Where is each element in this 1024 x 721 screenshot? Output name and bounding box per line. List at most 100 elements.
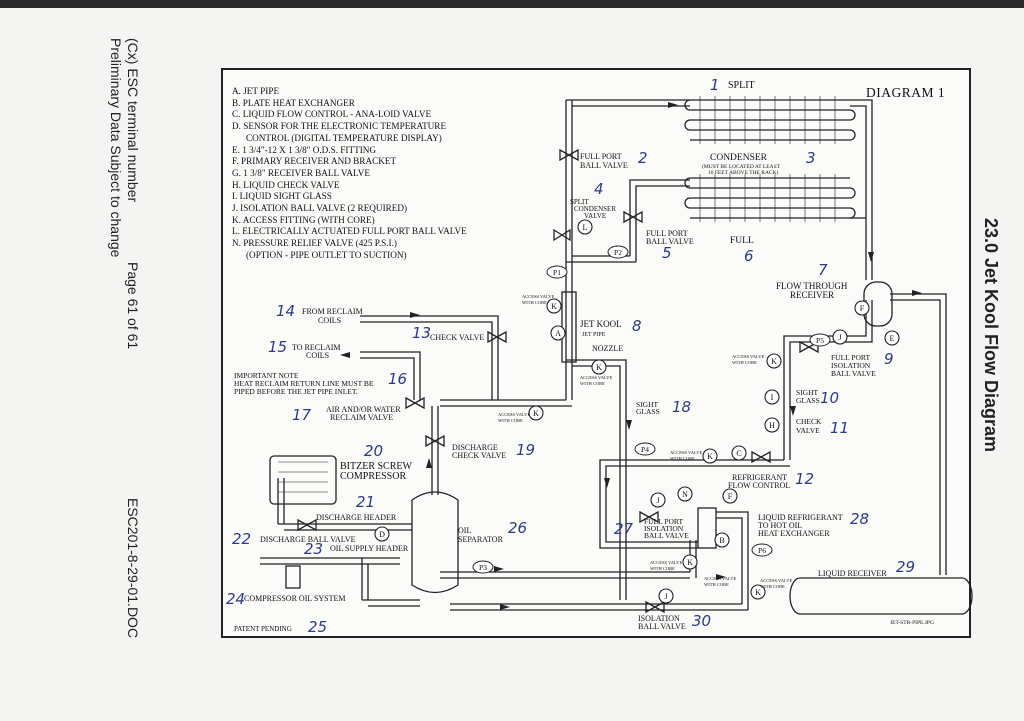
svg-text:14: 14	[276, 302, 295, 320]
svg-text:SIGHT: SIGHT	[796, 388, 819, 397]
svg-text:7: 7	[818, 261, 828, 279]
pressure-point-labels: P1 P2 P3 P4 P5 P6	[479, 248, 824, 572]
svg-text:NOZZLE: NOZZLE	[592, 344, 623, 353]
svg-text:FULL PORT: FULL PORT	[646, 229, 688, 238]
svg-text:D: D	[379, 530, 385, 539]
svg-text:18: 18	[672, 398, 691, 416]
svg-text:11: 11	[830, 419, 849, 437]
svg-text:WITH CORE: WITH CORE	[498, 418, 523, 423]
svg-text:13: 13	[412, 324, 431, 342]
svg-text:CONDENSER: CONDENSER	[574, 205, 616, 213]
svg-text:JET PIPE: JET PIPE	[582, 332, 606, 338]
svg-text:REFRIGERANT: REFRIGERANT	[732, 473, 787, 482]
svg-text:FLOW CONTROL: FLOW CONTROL	[728, 481, 790, 490]
svg-text:20: 20	[364, 442, 383, 460]
svg-text:PIPED BEFORE THE JET PIPE INLE: PIPED BEFORE THE JET PIPE INLET.	[234, 387, 358, 396]
svg-text:K: K	[755, 588, 761, 597]
component-markers	[374, 219, 900, 604]
legend-item: L. ELECTRICALLY ACTUATED FULL PORT BALL …	[232, 226, 467, 237]
svg-text:BALL VALVE: BALL VALVE	[831, 369, 876, 378]
svg-text:SPLIT: SPLIT	[728, 80, 755, 91]
svg-text:WITH CORE: WITH CORE	[522, 300, 547, 305]
svg-text:P3: P3	[479, 563, 487, 572]
compressor-oil-system	[285, 565, 301, 589]
svg-text:WITH CORE: WITH CORE	[670, 456, 695, 461]
split-condenser-coil	[684, 96, 856, 144]
svg-text:22: 22	[232, 530, 251, 548]
svg-text:5: 5	[662, 244, 672, 262]
svg-text:ISOLATION: ISOLATION	[831, 361, 871, 370]
svg-text:A: A	[555, 329, 561, 338]
svg-text:28: 28	[850, 510, 869, 528]
svg-text:CHECK VALVE: CHECK VALVE	[430, 333, 484, 342]
svg-text:TO RECLAIM: TO RECLAIM	[292, 343, 341, 352]
svg-text:E: E	[890, 334, 895, 343]
valve-icon	[553, 228, 571, 242]
svg-text:3: 3	[806, 149, 816, 167]
legend-item: C. LIQUID FLOW CONTROL - ANA-LOID VALVE	[232, 109, 432, 120]
svg-text:WITH CORE: WITH CORE	[704, 582, 729, 587]
svg-text:CHECK: CHECK	[796, 417, 822, 426]
svg-text:B: B	[719, 536, 724, 545]
svg-text:4: 4	[594, 180, 604, 198]
svg-text:F: F	[860, 304, 865, 313]
svg-text:ACCESS VALVE: ACCESS VALVE	[650, 560, 683, 565]
svg-text:6: 6	[744, 247, 754, 265]
svg-text:BALL VALVE: BALL VALVE	[580, 161, 628, 170]
svg-text:P5: P5	[816, 336, 824, 345]
handwritten-numbers: 1 2 3 4 5 6 7 8 9 10 11 12 13 14 15 16 1…	[226, 76, 915, 636]
svg-text:WITH CORE: WITH CORE	[580, 381, 605, 386]
svg-text:27: 27	[614, 520, 634, 538]
svg-text:P4: P4	[641, 445, 649, 454]
svg-text:26: 26	[508, 519, 527, 537]
svg-text:HEAT RECLAIM RETURN LINE MUST: HEAT RECLAIM RETURN LINE MUST BE	[234, 379, 374, 388]
svg-text:J: J	[664, 592, 667, 601]
valve-icon	[639, 510, 659, 524]
svg-text:H: H	[769, 421, 775, 430]
svg-text:J: J	[656, 496, 659, 505]
svg-text:F: F	[728, 492, 733, 501]
legend: A. JET PIPE B. PLATE HEAT EXCHANGER C. L…	[232, 86, 467, 262]
svg-text:19: 19	[516, 441, 535, 459]
svg-text:BALL VALVE: BALL VALVE	[638, 622, 686, 631]
svg-text:JET-STR-PIPE.JPG: JET-STR-PIPE.JPG	[890, 620, 934, 626]
svg-text:WITH CORE: WITH CORE	[760, 584, 785, 589]
svg-text:C: C	[736, 449, 741, 458]
oil-separator	[411, 491, 459, 594]
svg-text:IMPORTANT NOTE: IMPORTANT NOTE	[234, 371, 299, 380]
svg-text:FULL PORT: FULL PORT	[580, 152, 622, 161]
legend-item: I. LIQUID SIGHT GLASS	[232, 191, 332, 202]
svg-text:JET KOOL: JET KOOL	[580, 319, 622, 329]
legend-item: G. 1 3/8" RECEIVER BALL VALVE	[232, 167, 370, 178]
svg-text:ACCESS VALVE: ACCESS VALVE	[522, 294, 555, 299]
svg-text:ISOLATION: ISOLATION	[644, 524, 684, 533]
svg-text:23: 23	[304, 540, 323, 558]
svg-text:1: 1	[710, 76, 720, 94]
svg-text:N: N	[682, 490, 688, 499]
svg-text:ACCESS VALVE: ACCESS VALVE	[580, 375, 613, 380]
valve-icon	[425, 434, 445, 448]
svg-text:WITH CORE: WITH CORE	[732, 360, 757, 365]
svg-text:DISCHARGE BALL VALVE: DISCHARGE BALL VALVE	[260, 535, 356, 544]
component-letters: A B C D E F H I J J J K K K K K K K L N …	[379, 223, 894, 601]
svg-text:25: 25	[308, 618, 327, 636]
legend-item: A. JET PIPE	[232, 86, 280, 96]
svg-text:10: 10	[820, 389, 839, 407]
legend-item: K. ACCESS FITTING (WITH CORE)	[232, 214, 375, 225]
svg-text:OIL SUPPLY HEADER: OIL SUPPLY HEADER	[330, 544, 409, 553]
svg-text:K: K	[551, 302, 557, 311]
svg-text:(MUST BE LOCATED AT LEAST: (MUST BE LOCATED AT LEAST	[702, 163, 781, 170]
svg-text:OIL: OIL	[458, 526, 471, 535]
svg-text:P1: P1	[553, 268, 561, 277]
svg-text:FULL PORT: FULL PORT	[831, 353, 870, 362]
svg-text:P6: P6	[758, 546, 766, 555]
bitzer-compressor	[269, 455, 337, 505]
svg-text:ACCESS VALVE: ACCESS VALVE	[498, 412, 531, 417]
svg-text:17: 17	[292, 406, 312, 424]
svg-text:LIQUID REFRIGERANT: LIQUID REFRIGERANT	[758, 513, 843, 522]
svg-text:30: 30	[692, 612, 711, 630]
diagram-title: DIAGRAM 1	[866, 85, 946, 100]
legend-item: E. 1 3/4"-12 X 1 3/8" O.D.S. FITTING	[232, 144, 377, 155]
valve-icon	[405, 396, 425, 410]
svg-text:ISOLATION: ISOLATION	[638, 614, 680, 623]
